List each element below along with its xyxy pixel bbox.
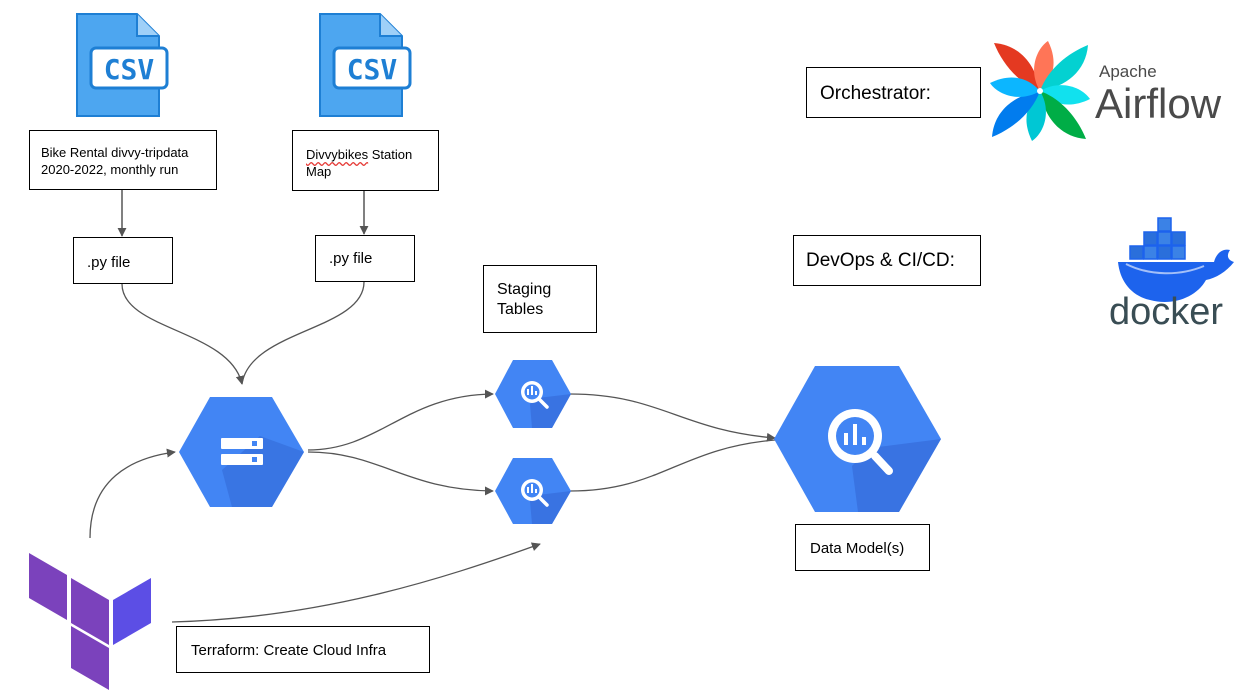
- py-file-label: .py file: [87, 254, 131, 271]
- arrow: [569, 439, 776, 492]
- terraform-label-box: Terraform: Create Cloud Infra: [176, 626, 430, 673]
- py-file-label: .py file: [329, 250, 373, 267]
- bigquery-icon: [495, 458, 571, 524]
- staging-line: Staging: [497, 281, 552, 298]
- py-file-box: .py file: [315, 235, 415, 282]
- airflow-icon: [990, 41, 1090, 141]
- arrow: [307, 451, 494, 496]
- staging-line: Tables: [497, 301, 544, 318]
- arrow: [171, 542, 541, 623]
- terraform-label: Terraform: Create Cloud Infra: [191, 642, 387, 659]
- csv-label: CSV: [347, 53, 398, 86]
- orchestrator-box: Orchestrator:: [806, 67, 981, 118]
- source-label-box: Divvybikes Station Map: [292, 130, 439, 191]
- source-label-line: Map: [306, 164, 332, 179]
- docker-icon: [1118, 217, 1234, 302]
- airflow-logo-apache: Apache: [1099, 62, 1157, 81]
- py-file-box: .py file: [73, 237, 173, 284]
- arrow: [121, 283, 245, 385]
- staging-tables-box: Staging Tables: [483, 265, 597, 333]
- arrow: [89, 448, 176, 539]
- airflow-logo-airflow: Airflow: [1095, 80, 1222, 127]
- source-label-line: 2020-2022, monthly run: [41, 162, 179, 177]
- source-label-line: Bike Rental divvy-tripdata: [41, 145, 189, 160]
- devops-box: DevOps & CI/CD:: [793, 235, 981, 286]
- orchestrator-label: Orchestrator:: [820, 83, 931, 104]
- data-model-label: Data Model(s): [810, 540, 905, 557]
- source-label-box: Bike Rental divvy-tripdata 2020-2022, mo…: [29, 130, 217, 190]
- arrow: [241, 281, 365, 385]
- source-label-word: Divvybikes: [306, 147, 369, 162]
- bigquery-icon: [495, 360, 571, 428]
- arrow: [307, 389, 494, 451]
- data-model-box: Data Model(s): [795, 524, 930, 571]
- source-label-word: Station: [368, 147, 413, 162]
- source-label-line: Divvybikes Station: [306, 146, 438, 163]
- csv-label: CSV: [104, 53, 155, 86]
- docker-logo-text: docker: [1109, 291, 1223, 333]
- bigquery-icon: [774, 366, 941, 512]
- cloud-storage-icon: [179, 397, 304, 507]
- terraform-icon: [29, 553, 151, 690]
- csv-file-icon: CSV: [319, 13, 412, 117]
- devops-label: DevOps & CI/CD:: [806, 250, 955, 271]
- csv-file-icon: CSV: [76, 13, 169, 117]
- arrow: [569, 393, 776, 442]
